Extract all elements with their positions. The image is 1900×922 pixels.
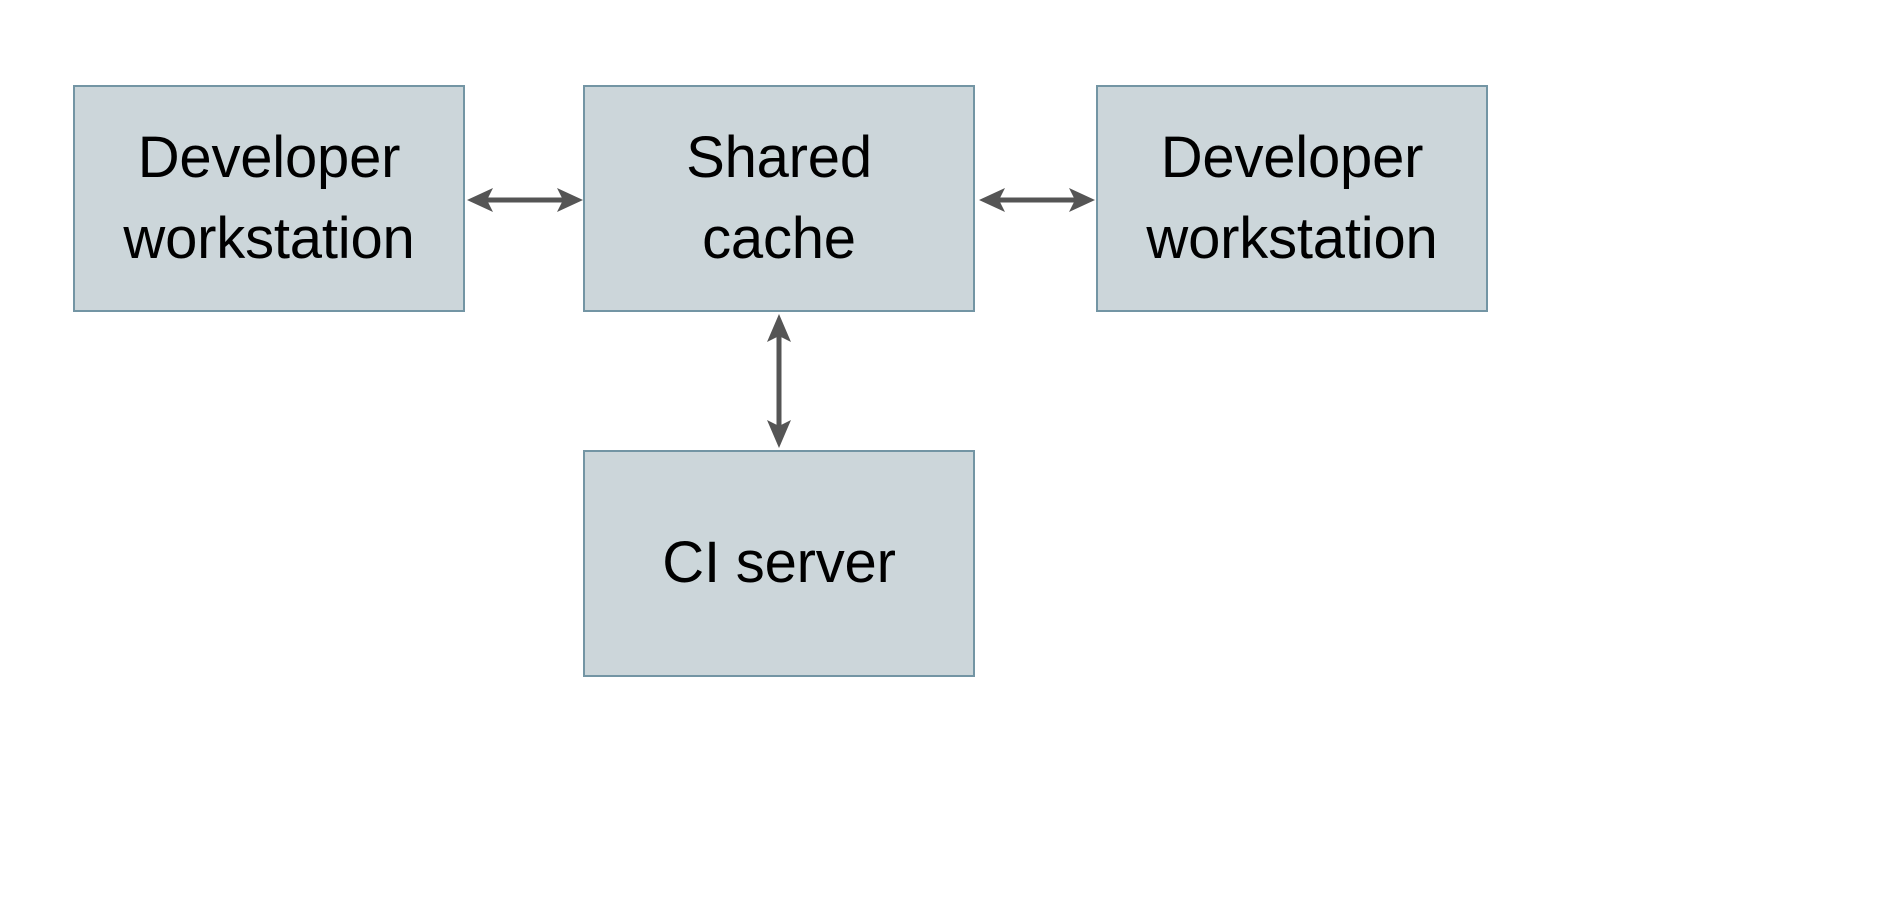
- edge-cache-to-right-workstation: [979, 178, 1095, 222]
- arrowhead-right-icon: [557, 188, 583, 212]
- node-label-developer-workstation-right: Developer workstation: [1146, 125, 1438, 271]
- node-label-shared-cache: Shared cache: [686, 125, 872, 271]
- arrowhead-up-icon: [767, 314, 791, 342]
- arrowhead-right-icon: [1069, 188, 1095, 212]
- node-developer-workstation-left[interactable]: Developer workstation: [73, 85, 465, 312]
- node-label-developer-workstation-left: Developer workstation: [123, 125, 415, 271]
- arrowhead-down-icon: [767, 420, 791, 448]
- arrowhead-left-icon: [467, 188, 493, 212]
- arrowhead-left-icon: [979, 188, 1005, 212]
- edge-left-workstation-to-cache: [467, 178, 583, 222]
- node-label-ci-server: CI server: [662, 530, 896, 596]
- node-developer-workstation-right[interactable]: Developer workstation: [1096, 85, 1488, 312]
- edge-cache-to-ci-server: [757, 314, 801, 448]
- node-shared-cache[interactable]: Shared cache: [583, 85, 975, 312]
- node-ci-server[interactable]: CI server: [583, 450, 975, 677]
